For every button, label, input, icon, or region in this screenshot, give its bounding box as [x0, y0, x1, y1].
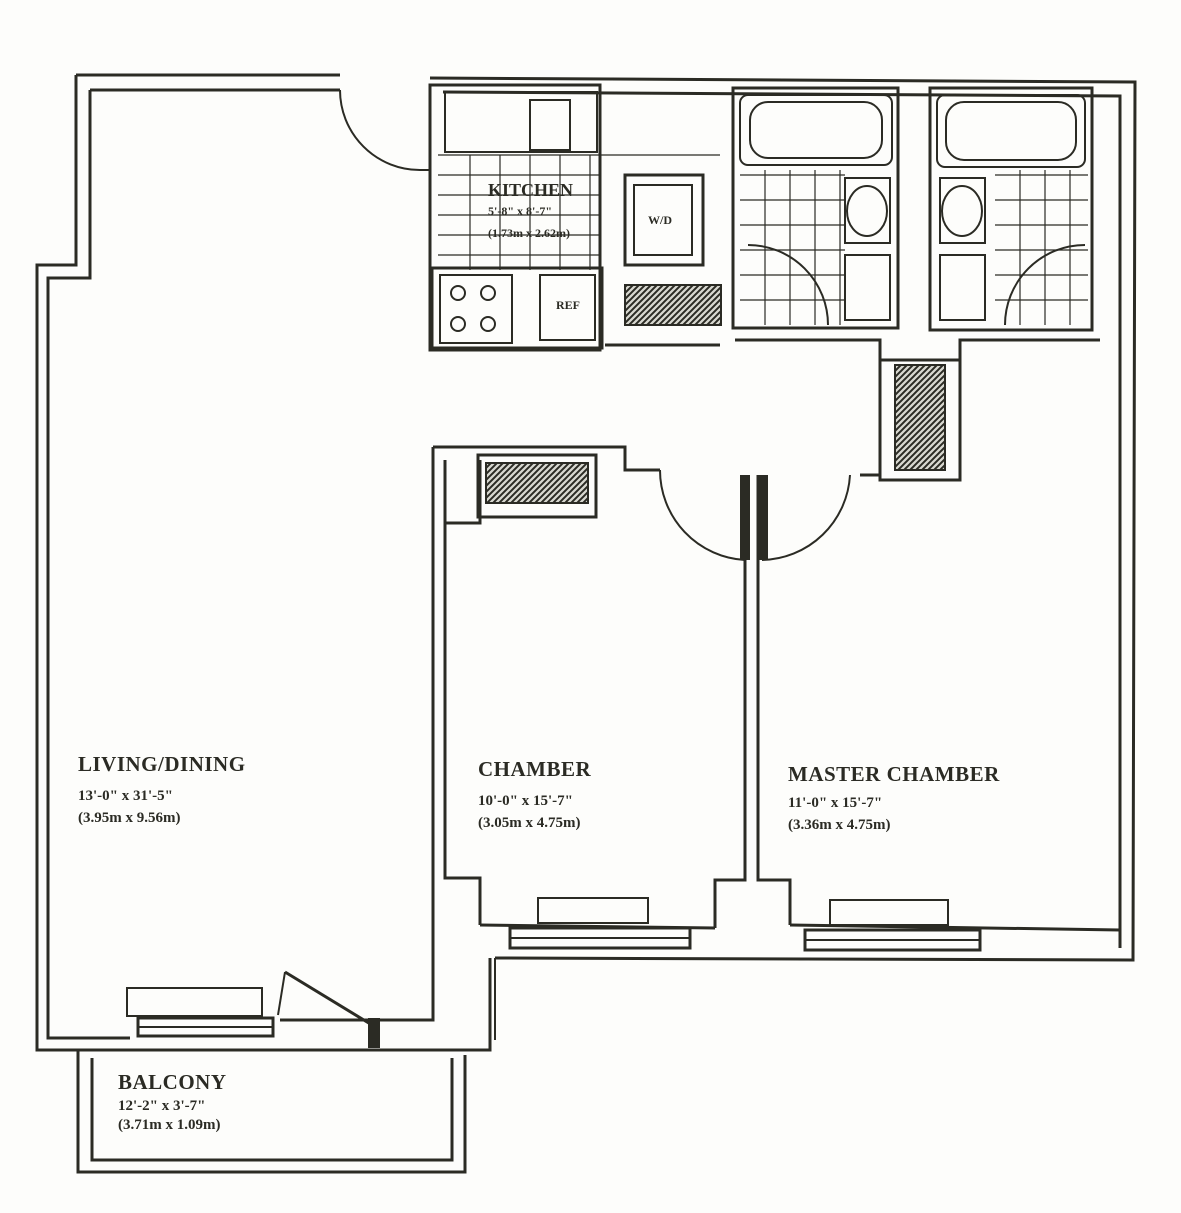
bathroom-left — [731, 86, 900, 330]
master-chamber-title: MASTER CHAMBER — [788, 762, 1000, 786]
balcony-dimensions-metric: (3.71m x 1.09m) — [118, 1117, 221, 1133]
kitchen-title: KITCHEN — [488, 180, 574, 200]
exterior-walls — [35, 73, 1137, 1052]
master-chamber-dimensions-metric: (3.36m x 4.75m) — [788, 817, 891, 833]
chamber-dimensions-metric: (3.05m x 4.75m) — [478, 815, 581, 831]
balcony-title: BALCONY — [118, 1070, 227, 1094]
entry-door — [339, 89, 430, 171]
balcony — [76, 1050, 467, 1174]
kitchen-dimensions: 5'-8" x 8'-7" — [488, 204, 552, 218]
chamber-closet — [476, 453, 598, 519]
kitchen — [428, 83, 722, 352]
living-dining-dimensions-metric: (3.95m x 9.56m) — [78, 810, 181, 826]
living-dining-dimensions: 13'-0" x 31'-5" — [78, 788, 173, 804]
bathroom-right — [928, 86, 1094, 332]
balcony-dimensions: 12'-2" x 3'-7" — [118, 1098, 206, 1114]
kitchen-dimensions-metric: (1.73m x 2.62m) — [488, 226, 570, 240]
washer-dryer-label: W/D — [648, 213, 672, 227]
bedroom-doors — [658, 469, 851, 561]
chamber-dimensions: 10'-0" x 15'-7" — [478, 793, 573, 809]
living-dining-title: LIVING/DINING — [78, 752, 246, 776]
chamber-title: CHAMBER — [478, 757, 592, 781]
kitchen-floor-tiles — [438, 154, 720, 270]
hall-closet — [878, 358, 962, 482]
windows — [126, 897, 982, 1038]
refrigerator-label: REF — [556, 298, 580, 312]
interior-walls — [280, 338, 1121, 1040]
balcony-door — [277, 970, 380, 1048]
master-chamber-dimensions: 11'-0" x 15'-7" — [788, 795, 883, 811]
